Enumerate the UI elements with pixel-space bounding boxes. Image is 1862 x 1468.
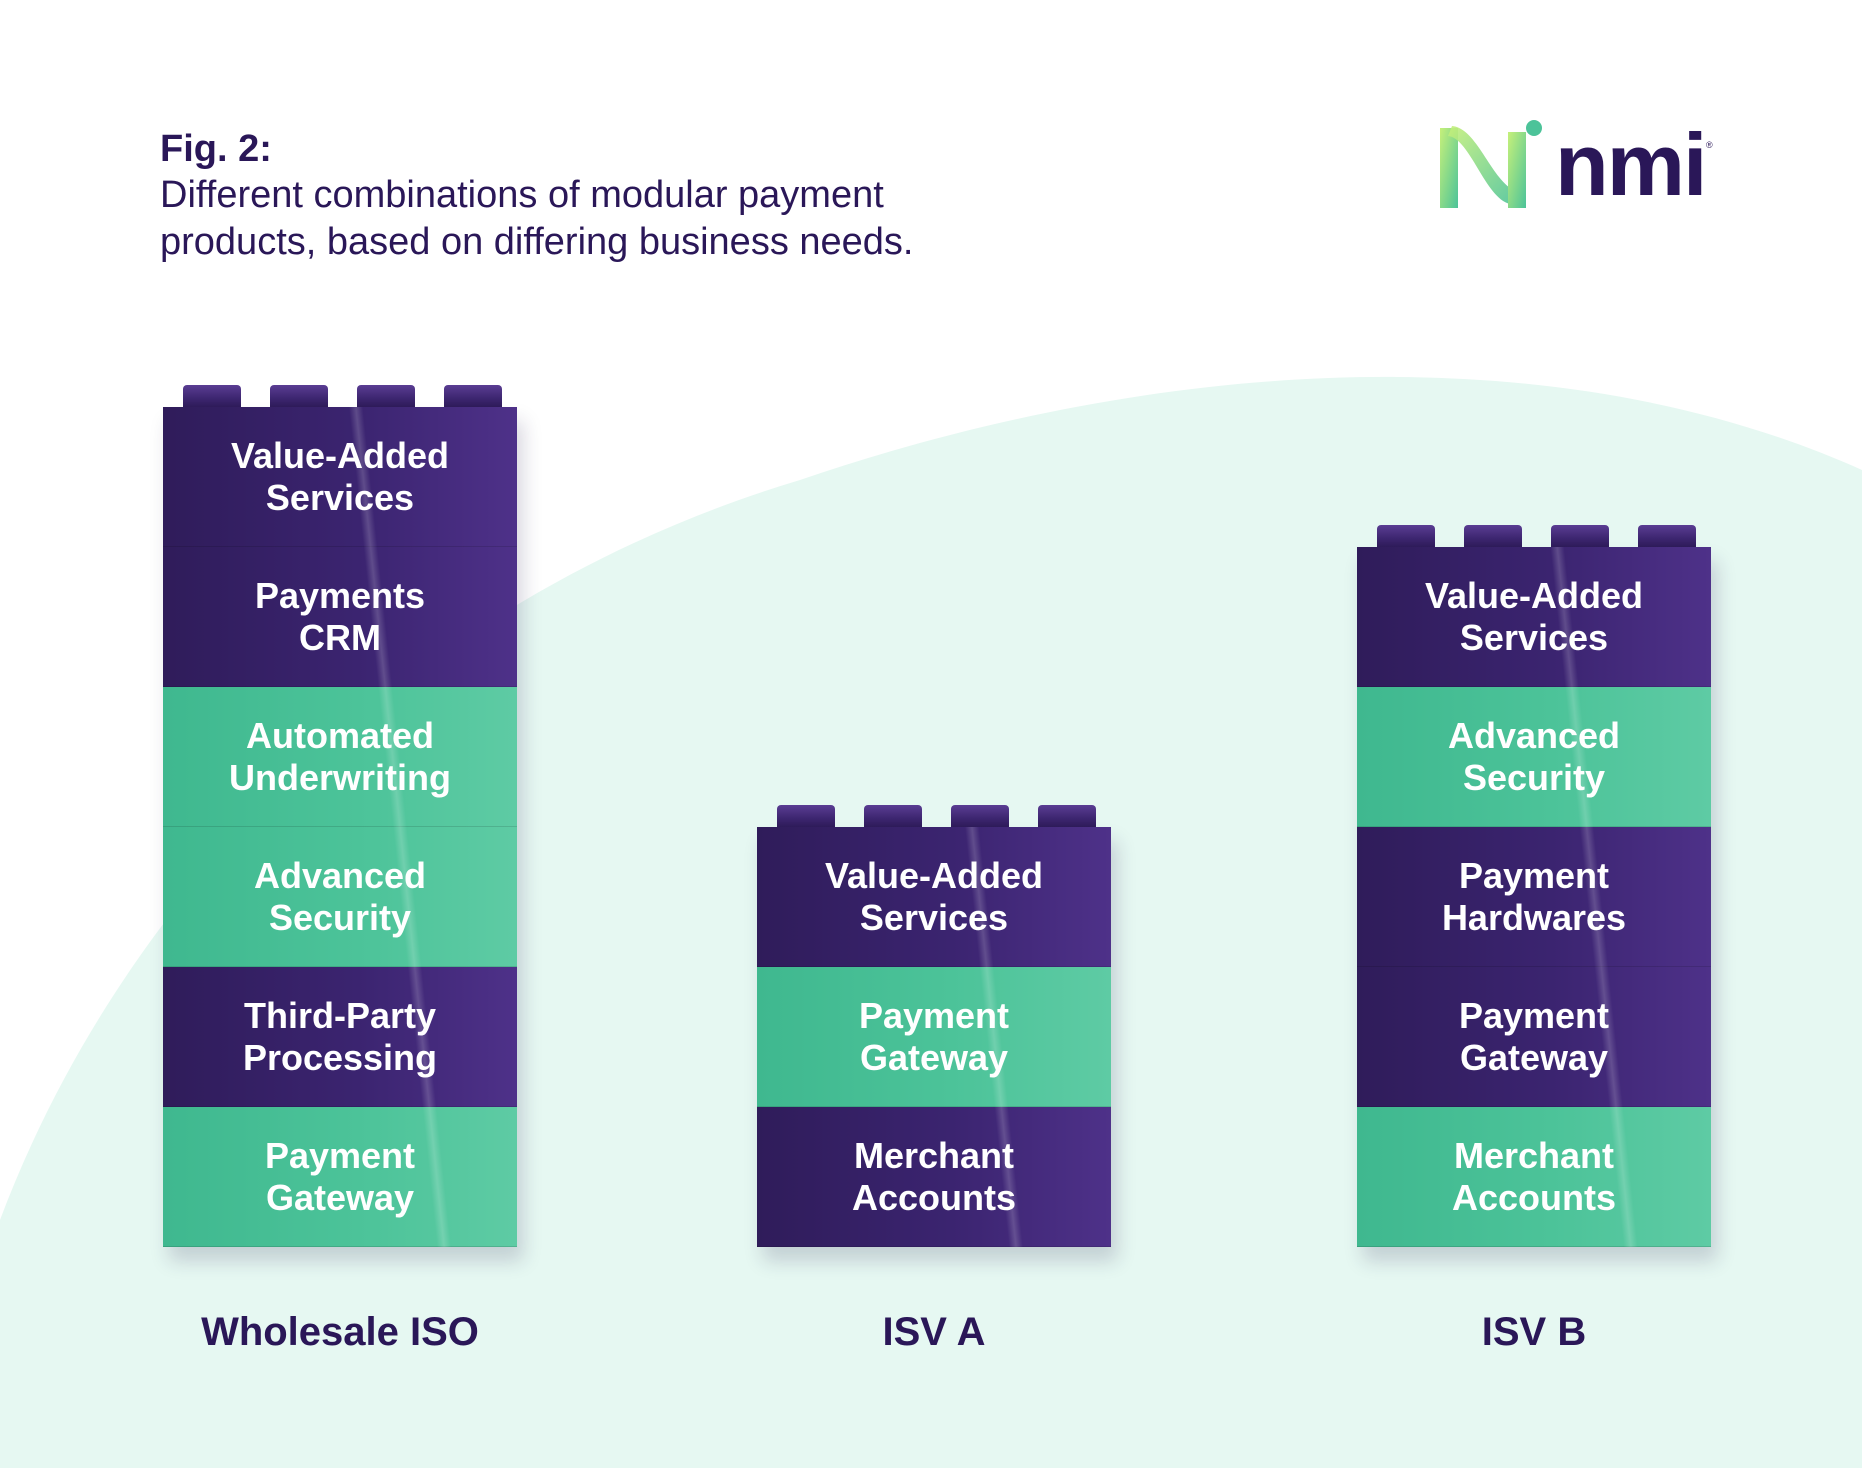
- product-brick-label: Advanced Security: [1447, 714, 1621, 798]
- product-brick: Third-Party Processing: [163, 967, 517, 1107]
- brick-stud: [357, 385, 415, 407]
- product-brick-label: Automated Underwriting: [229, 714, 451, 798]
- brick-stud: [1377, 525, 1435, 547]
- stack-label: ISV A: [882, 1310, 986, 1354]
- product-brick-label: Third-Party Processing: [242, 994, 438, 1078]
- product-brick-label: Merchant Accounts: [851, 1134, 1017, 1218]
- stack-label: ISV B: [1481, 1310, 1587, 1354]
- product-brick-label: Merchant Accounts: [1451, 1134, 1617, 1218]
- brick-stud: [1638, 525, 1696, 547]
- product-brick: Advanced Security: [163, 827, 517, 967]
- brick-stud: [951, 805, 1009, 827]
- product-brick: Automated Underwriting: [163, 687, 517, 827]
- brick-stud: [444, 385, 502, 407]
- brick-stud: [777, 805, 835, 827]
- registered-mark: ®: [1706, 140, 1713, 150]
- figure-header: Fig. 2: Different combinations of modula…: [160, 126, 1060, 266]
- product-brick: Value-Added Services: [1357, 547, 1711, 687]
- stack-label: Wholesale ISO: [201, 1310, 479, 1354]
- brick-stud: [183, 385, 241, 407]
- brick-studs: [163, 385, 517, 407]
- brick-stud: [270, 385, 328, 407]
- product-brick-label: Payments CRM: [254, 574, 426, 658]
- brick-studs: [1357, 525, 1711, 547]
- figure-caption: Different combinations of modular paymen…: [160, 174, 914, 263]
- nmi-logo-icon: [1440, 120, 1542, 208]
- product-brick-label: Payment Gateway: [264, 1134, 416, 1218]
- product-brick: Value-Added Services: [757, 827, 1111, 967]
- nmi-logo: nmi ®: [1430, 118, 1720, 218]
- brick-stud: [864, 805, 922, 827]
- product-brick-label: Payment Gateway: [1458, 994, 1610, 1078]
- product-brick: Merchant Accounts: [1357, 1107, 1711, 1247]
- brick-stud: [1551, 525, 1609, 547]
- brick-stud: [1464, 525, 1522, 547]
- product-brick: Payment Gateway: [757, 967, 1111, 1107]
- product-brick-label: Value-Added Services: [824, 854, 1044, 938]
- logo-wordmark: nmi: [1555, 115, 1707, 214]
- product-brick-label: Payment Gateway: [858, 994, 1010, 1078]
- product-brick-label: Advanced Security: [253, 854, 427, 938]
- product-brick-label: Payment Hardwares: [1441, 854, 1627, 938]
- product-brick: Payment Gateway: [1357, 967, 1711, 1107]
- product-brick: Advanced Security: [1357, 687, 1711, 827]
- brick-studs: [757, 805, 1111, 827]
- figure-label: Fig. 2:: [160, 128, 272, 170]
- product-brick-label: Value-Added Services: [230, 434, 450, 518]
- product-brick: Merchant Accounts: [757, 1107, 1111, 1247]
- product-brick: Payment Gateway: [163, 1107, 517, 1247]
- product-brick: Payments CRM: [163, 547, 517, 687]
- product-brick-label: Value-Added Services: [1424, 574, 1644, 658]
- product-brick: Payment Hardwares: [1357, 827, 1711, 967]
- brick-stud: [1038, 805, 1096, 827]
- product-brick: Value-Added Services: [163, 407, 517, 547]
